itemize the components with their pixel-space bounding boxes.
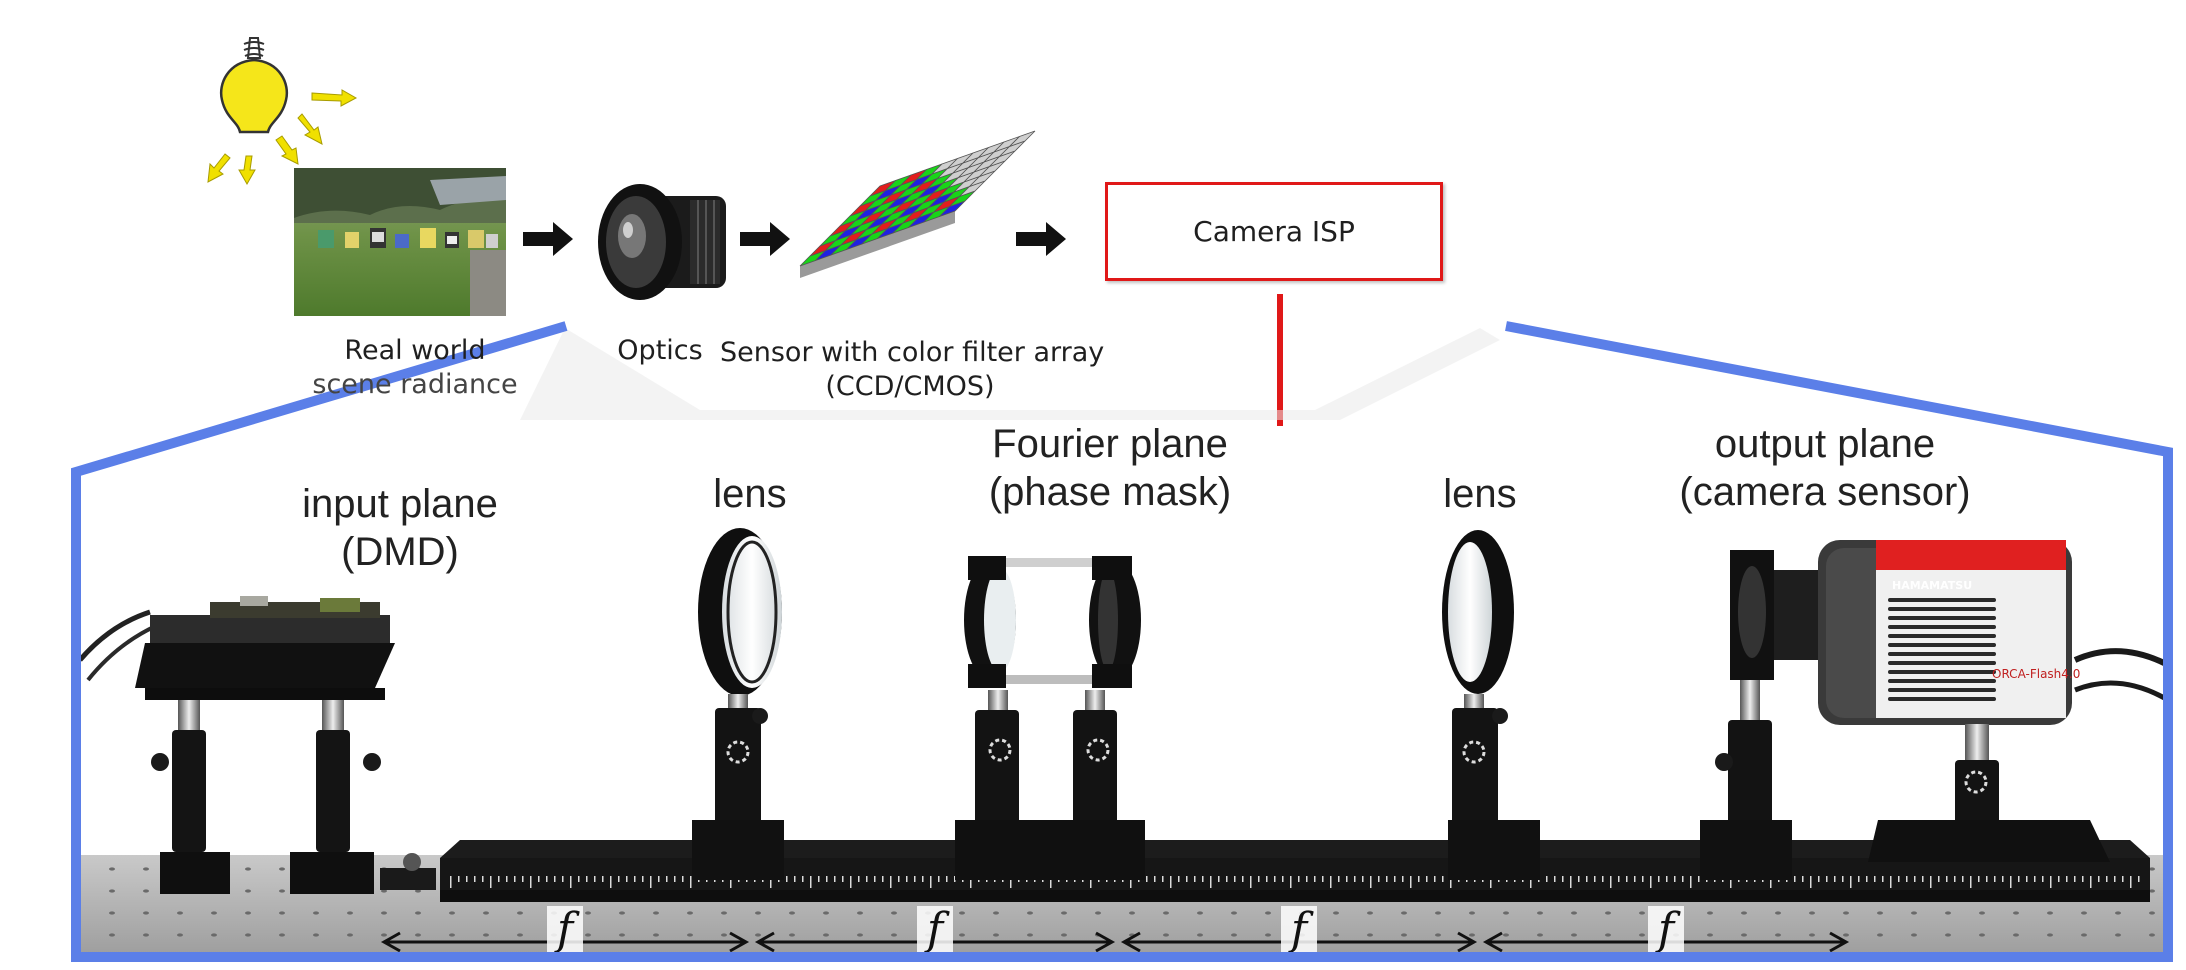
output-line2: (camera sensor) <box>1679 470 1971 514</box>
focal-label-bg <box>1281 906 1317 952</box>
scene-photo <box>294 168 506 316</box>
output-line1: output plane <box>1714 422 1936 466</box>
fourier-line1: Fourier plane <box>992 422 1228 466</box>
arrow-right-icon <box>1829 931 1850 953</box>
fourier-line2: (phase mask) <box>988 470 1232 514</box>
arrow-left-icon <box>380 931 401 953</box>
zoom-frame <box>71 321 2173 962</box>
scene-label-line1: Real world <box>344 335 486 366</box>
arrow-right-icon <box>1016 222 1066 256</box>
arrow-right-icon <box>523 222 573 256</box>
lens-2-assembly <box>1442 530 1540 880</box>
isp-connector-line <box>1277 294 1283 426</box>
camera-isp-label: Camera ISP <box>1193 215 1355 248</box>
input-plane-label: input plane (DMD) <box>250 480 550 576</box>
camera-brand-text: HAMAMATSU <box>1892 579 1972 592</box>
optics-label: Optics <box>617 335 703 366</box>
arrow-right-icon <box>740 222 790 256</box>
arrow-left-icon <box>1482 931 1503 953</box>
bayer-sensor-icon <box>799 130 1036 278</box>
sensor-label: Sensor with color filter array (CCD/CMOS… <box>720 336 1105 404</box>
light-rays <box>207 89 358 186</box>
sensor-label-line1: Sensor with color filter array <box>720 337 1105 368</box>
scientific-camera: HAMAMATSU ORCA-Flash4.0 <box>1700 540 2170 880</box>
arrow-right-icon <box>1457 931 1478 953</box>
input-plane-line2: (DMD) <box>341 530 459 574</box>
pipeline-arrows <box>523 222 1066 256</box>
dmd-assembly <box>78 596 436 894</box>
lens-2-label: lens <box>1443 472 1517 516</box>
scene-label: Real world scene radiance <box>300 334 530 402</box>
arrow-left-icon <box>754 931 775 953</box>
lens-1-label: lens <box>713 472 787 516</box>
arrow-right-icon <box>1095 931 1116 953</box>
lens-1-assembly <box>692 528 784 880</box>
camera-isp-box: Camera ISP <box>1105 182 1443 281</box>
camera-lens-icon <box>598 184 726 300</box>
scene-label-line2: scene radiance <box>312 369 518 400</box>
zoom-shadow <box>520 328 1500 420</box>
light-bulb-icon <box>219 37 289 134</box>
arrow-right-icon <box>729 931 750 953</box>
camera-model-text: ORCA-Flash4.0 <box>1992 667 2080 681</box>
sensor-label-line2: (CCD/CMOS) <box>825 371 995 402</box>
input-plane-line1: input plane <box>302 482 498 526</box>
arrow-left-icon <box>1120 931 1141 953</box>
focal-label-bg <box>1648 906 1684 952</box>
fourier-plane-label: Fourier plane (phase mask) <box>930 420 1290 516</box>
output-plane-label: output plane (camera sensor) <box>1640 420 2010 516</box>
focal-label-bg <box>917 906 953 952</box>
focal-label-bg <box>547 906 583 952</box>
fourier-plane-assembly <box>955 556 1145 880</box>
